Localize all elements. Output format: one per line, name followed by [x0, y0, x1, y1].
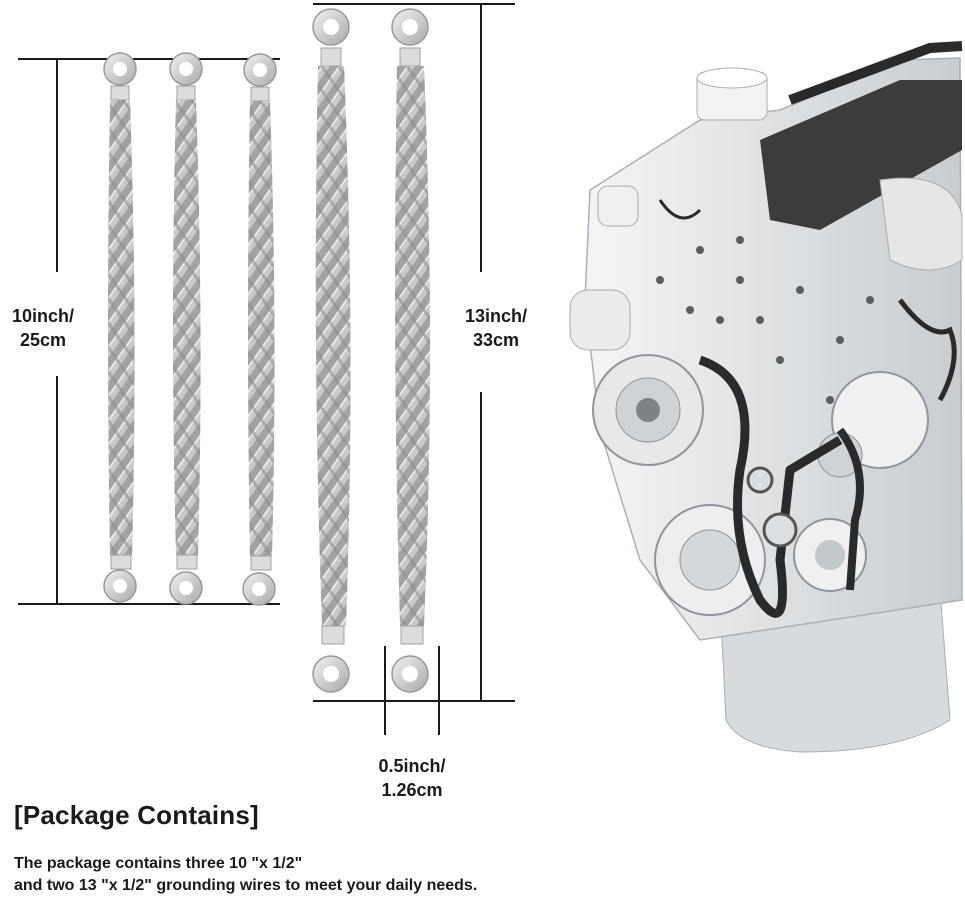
width-label: 0.5inch/ 1.26cm	[362, 754, 462, 802]
engine-belt	[698, 355, 843, 618]
long-length-inch: 13inch/	[464, 306, 528, 326]
engine-illustration	[569, 41, 963, 753]
engine-valve-cover	[760, 80, 962, 230]
package-line-2: and two 13 "x 1/2" grounding wires to me…	[14, 877, 478, 894]
long-strap-1	[312, 8, 351, 693]
package-title: [Package Contains]	[14, 800, 259, 830]
short-length-cm: 25cm	[19, 330, 67, 350]
engine-filter	[569, 289, 631, 351]
width-cm: 1.26cm	[381, 780, 443, 800]
short-length-inch: 10inch/	[11, 306, 75, 326]
package-description: The package contains three 10 "x 1/2" an…	[14, 853, 477, 897]
engine-oil-pan	[719, 589, 951, 753]
short-strap-3	[242, 53, 277, 606]
short-strap-1	[103, 52, 137, 603]
engine-turbo	[879, 177, 963, 271]
width-inch: 0.5inch/	[378, 756, 446, 776]
short-strap-2	[169, 52, 203, 605]
short-length-label: 10inch/ 25cm	[0, 304, 86, 352]
long-length-label: 13inch/ 33cm	[448, 304, 544, 352]
long-length-cm: 33cm	[472, 330, 520, 350]
dimension-lines	[18, 3, 515, 735]
long-strap-2	[391, 8, 430, 693]
package-line-1: The package contains three 10 "x 1/2"	[14, 855, 303, 872]
